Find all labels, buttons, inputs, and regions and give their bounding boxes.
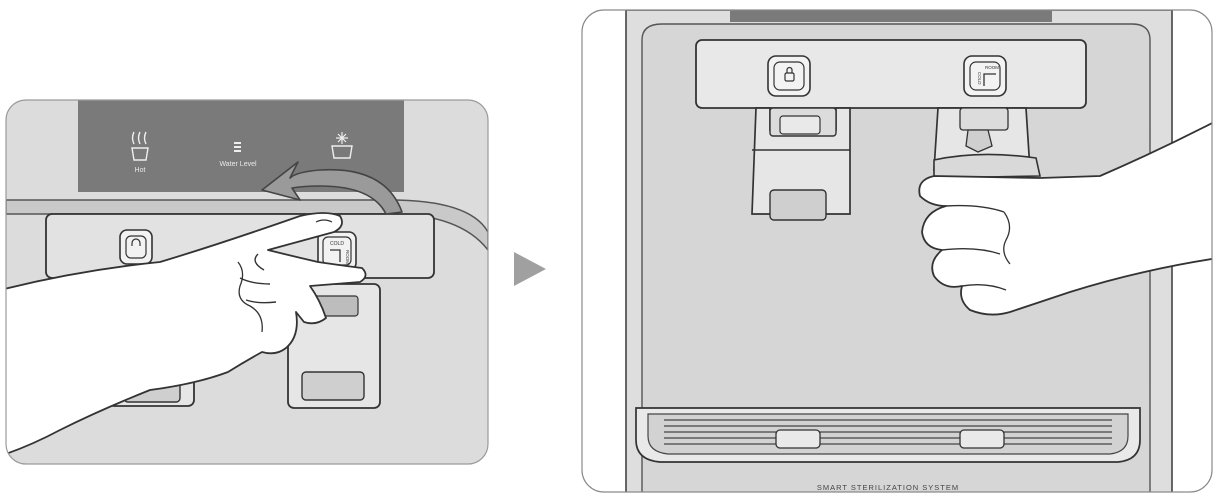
right-panel: ROOM COLD	[582, 10, 1212, 492]
room-label: ROOM	[985, 65, 999, 70]
faucet-housing-right	[695, 39, 1087, 109]
lock-icon	[784, 66, 795, 82]
hot-steam-cup-icon	[131, 131, 149, 161]
lock-button[interactable]	[767, 55, 811, 97]
water-level-label: Water Level	[219, 161, 257, 168]
cold-ice-cup-icon	[331, 132, 353, 159]
room-label-left: ROOM	[345, 250, 350, 264]
hot-nozzle-right	[751, 107, 851, 221]
top-strip	[730, 10, 1052, 22]
holding-hand-illustration	[918, 119, 1212, 316]
hot-label: Hot	[135, 167, 146, 174]
water-level-bars-icon	[234, 142, 241, 152]
left-panel: Hot Water Level COLD ROOM	[6, 100, 488, 464]
play-triangle-arrow-icon	[514, 252, 546, 286]
cup-illustration	[933, 153, 1041, 179]
cold-label: COLD	[977, 72, 982, 85]
swipe-left-arrow-icon	[261, 161, 403, 215]
lock-button-left[interactable]	[119, 229, 153, 265]
pressing-hand-illustration	[6, 212, 367, 457]
cold-label-left: COLD	[330, 241, 344, 247]
footer-text: SMART STERILIZATION SYSTEM	[817, 483, 959, 492]
drip-tray	[635, 407, 1141, 463]
cold-room-button[interactable]: ROOM COLD	[963, 55, 1007, 97]
